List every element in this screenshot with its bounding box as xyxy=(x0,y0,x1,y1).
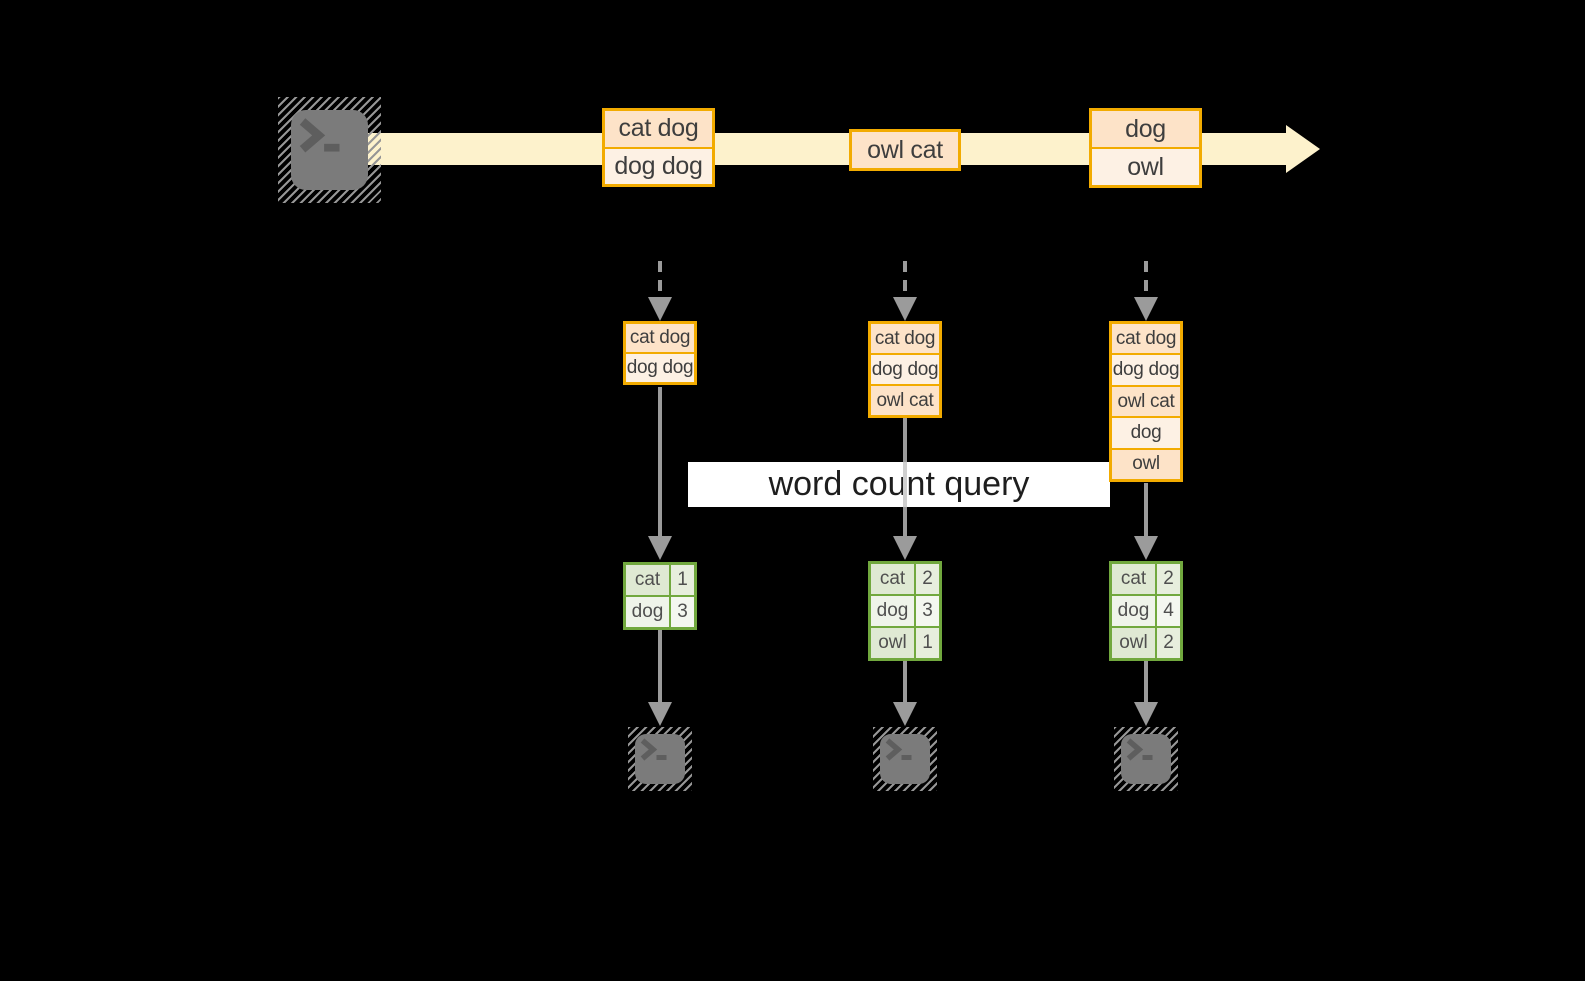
stream-record: dog dog xyxy=(605,148,712,184)
count-word: cat xyxy=(626,565,669,595)
arrowhead-icon xyxy=(893,702,917,726)
arrowhead-icon xyxy=(893,536,917,560)
terminal-screen xyxy=(880,734,930,784)
count-word: owl xyxy=(1112,628,1155,658)
input-state-table-2: cat dog dog dog owl cat xyxy=(868,321,942,418)
terminal-screen xyxy=(291,110,368,190)
state-row: cat dog xyxy=(1112,324,1180,354)
query-arrow-1 xyxy=(658,387,662,538)
count-word: dog xyxy=(1112,596,1155,626)
terminal-screen xyxy=(1121,734,1171,784)
ingest-arrow-3 xyxy=(1144,261,1148,299)
count-table-3: cat 2 dog 4 owl 2 xyxy=(1109,561,1183,661)
output-arrow-1 xyxy=(658,630,662,704)
query-arrow-2 xyxy=(903,507,907,538)
query-arrow-3 xyxy=(1144,483,1148,538)
count-value: 3 xyxy=(916,596,939,626)
count-value: 2 xyxy=(1157,564,1180,594)
state-row: owl cat xyxy=(1112,386,1180,417)
count-value: 4 xyxy=(1157,596,1180,626)
arrowhead-icon xyxy=(1134,536,1158,560)
input-state-table-1: cat dog dog dog xyxy=(623,321,697,385)
state-row: dog dog xyxy=(626,354,694,382)
arrowhead-icon xyxy=(648,297,672,321)
state-row: owl xyxy=(1112,449,1180,480)
state-row: dog dog xyxy=(871,355,939,384)
sink-terminal-icon-2 xyxy=(873,727,937,791)
terminal-prompt-icon xyxy=(299,118,340,153)
terminal-prompt-icon xyxy=(640,738,667,761)
query-label: word count query xyxy=(688,462,1110,507)
state-row: owl cat xyxy=(871,386,939,415)
state-row: dog xyxy=(1112,418,1180,448)
output-arrow-2 xyxy=(903,660,907,704)
count-table-1: cat 1 dog 3 xyxy=(623,562,697,630)
arrowhead-icon xyxy=(1134,702,1158,726)
count-value: 2 xyxy=(1157,628,1180,658)
count-value: 1 xyxy=(671,565,694,595)
sink-terminal-icon-3 xyxy=(1114,727,1178,791)
count-word: owl xyxy=(871,628,914,658)
stream-batch-1: cat dog dog dog xyxy=(602,108,715,187)
count-value: 1 xyxy=(916,628,939,658)
query-arrow-2 xyxy=(903,418,907,462)
stream-batch-3: dog owl xyxy=(1089,108,1202,188)
arrowhead-icon xyxy=(1134,297,1158,321)
terminal-prompt-icon xyxy=(1126,738,1153,761)
stream-arrowhead-icon xyxy=(1286,125,1320,173)
arrowhead-icon xyxy=(648,702,672,726)
state-row: cat dog xyxy=(626,324,694,352)
state-row: dog dog xyxy=(1112,355,1180,385)
count-value: 2 xyxy=(916,564,939,594)
state-row: cat dog xyxy=(871,324,939,353)
terminal-prompt-icon xyxy=(885,738,912,761)
ingest-arrow-2 xyxy=(903,261,907,299)
input-state-table-3: cat dog dog dog owl cat dog owl xyxy=(1109,321,1183,482)
ingest-arrow-1 xyxy=(658,261,662,299)
count-word: dog xyxy=(871,596,914,626)
count-word: dog xyxy=(626,597,669,627)
query-arrow-2-overlay xyxy=(903,462,907,507)
count-word: cat xyxy=(871,564,914,594)
stream-record: cat dog xyxy=(605,111,712,147)
stream-record: owl cat xyxy=(852,132,958,168)
count-word: cat xyxy=(1112,564,1155,594)
output-arrow-3 xyxy=(1144,660,1148,704)
sink-terminal-icon-1 xyxy=(628,727,692,791)
count-table-2: cat 2 dog 3 owl 1 xyxy=(868,561,942,661)
arrowhead-icon xyxy=(893,297,917,321)
stream-batch-2: owl cat xyxy=(849,129,961,171)
stream-record: dog xyxy=(1092,111,1199,147)
count-value: 3 xyxy=(671,597,694,627)
source-terminal-icon xyxy=(278,97,381,203)
arrowhead-icon xyxy=(648,536,672,560)
terminal-screen xyxy=(635,734,685,784)
stream-record: owl xyxy=(1092,149,1199,185)
